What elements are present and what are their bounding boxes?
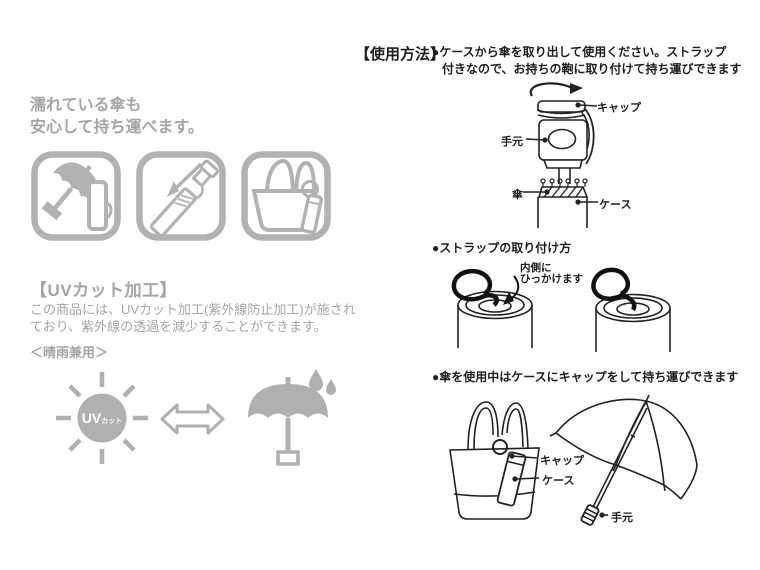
d1-umbrella-label: 傘 xyxy=(512,189,523,201)
strap-loop xyxy=(583,107,595,165)
hook-arrow-head xyxy=(503,292,514,305)
case-structure-diagram xyxy=(523,82,598,228)
insert-umbrella-into-case-icon xyxy=(136,151,226,241)
umbrella-handle xyxy=(580,504,600,526)
headline-line1: 濡れている傘も xyxy=(30,97,142,114)
d1-case-label: ケース xyxy=(599,199,632,211)
uv-body-line2: ており、紫外線の透過を減少することができます。 xyxy=(30,318,327,334)
strap-attachment-diagram xyxy=(451,267,671,352)
step1-line1: ●ケースから傘を取り出して使用ください。ストラップ xyxy=(432,45,727,59)
d2-note-line1: 内側に xyxy=(520,262,552,274)
insert-arrow-head xyxy=(167,181,179,197)
rotate-arrow xyxy=(529,82,573,97)
umbrella-pole xyxy=(285,418,291,452)
strap-left xyxy=(451,268,500,307)
umbrella-scallop-edge xyxy=(555,432,682,500)
rain-umbrella-icon xyxy=(248,369,336,466)
wet-umbrella-headline: 濡れている傘も 安心して持ち運べます。 xyxy=(30,95,204,139)
d1-handle-label: 手元 xyxy=(501,136,523,148)
raindrop-small xyxy=(326,379,336,395)
sun-uv-cut-icon xyxy=(56,372,148,464)
bag-bottom-band xyxy=(453,491,536,497)
umbrella-shaft xyxy=(591,404,645,510)
hanging-case xyxy=(300,193,323,234)
bag-with-case-icon xyxy=(241,151,331,241)
d1-cap-label: キャップ xyxy=(597,102,641,114)
sun-cut-text: カット xyxy=(101,418,123,425)
double-arrow-icon xyxy=(160,403,225,435)
cap-shape xyxy=(537,100,586,113)
step1-line2: 付きなので、お持ちの鞄に取り付けて持ち運びできます xyxy=(442,62,742,76)
umbrella-and-case-icon xyxy=(31,151,121,241)
usage-step1-text: ●ケースから傘を取り出して使用ください。ストラップ 付きなので、お持ちの鞄に取り… xyxy=(432,44,742,78)
insert-arrow xyxy=(174,162,203,190)
sun-disc xyxy=(77,393,127,443)
rotate-arrow-head xyxy=(570,83,583,94)
bag-ring xyxy=(492,439,508,455)
strap-right xyxy=(591,267,637,312)
sun-uv-text: UV xyxy=(81,410,102,426)
umbrella-canopy-outline xyxy=(555,398,698,500)
sun-rays xyxy=(56,372,148,464)
bag-handle-right-outer xyxy=(501,402,529,450)
usage-title: 【使用方法】 xyxy=(355,46,446,63)
bag-handle-left-outer xyxy=(467,401,499,451)
uv-body-line1: この商品には、UVカット加工(紫外線防止加工)が施され xyxy=(30,302,356,317)
umbrella-canopy xyxy=(248,384,328,418)
usage-step2-title: ●ストラップの取り付け方 xyxy=(432,241,572,255)
sun-rain-note: ＜晴雨兼用＞ xyxy=(30,345,109,360)
usage-step3-title: ●傘を使用中はケースにキャップをして持ち運びできます xyxy=(432,370,739,384)
umbrella-foot xyxy=(276,450,300,466)
case-outline xyxy=(87,180,108,231)
bag-handle-right xyxy=(294,160,316,193)
bag-handle-left xyxy=(265,158,295,193)
raindrop-large xyxy=(309,369,323,391)
case-diagonal xyxy=(149,187,197,238)
d3-case-label: ケース xyxy=(542,475,575,487)
headline-line2: 安心して持ち運べます。 xyxy=(30,119,204,136)
d3-handle-label: 手元 xyxy=(611,512,633,524)
umbrella-tips xyxy=(540,178,588,187)
bag-handle-left-inner xyxy=(473,407,494,451)
d3-cap-label: キャップ xyxy=(540,455,584,467)
d2-note-line2: ひっかけます xyxy=(520,273,583,285)
capped-case xyxy=(496,451,527,507)
uv-cut-title: 【UVカット加工】 xyxy=(30,281,178,300)
folded-umbrella-piece xyxy=(191,159,219,201)
umbrella-silhouette xyxy=(41,162,98,221)
umbrella-rib2 xyxy=(645,400,665,486)
uv-cut-description: この商品には、UVカット加工(紫外線防止加工)が施され ており、紫外線の透過を減… xyxy=(30,302,356,335)
case-strap xyxy=(105,200,113,219)
carry-diagram xyxy=(449,394,698,526)
bag-handle-right-inner xyxy=(506,408,524,448)
